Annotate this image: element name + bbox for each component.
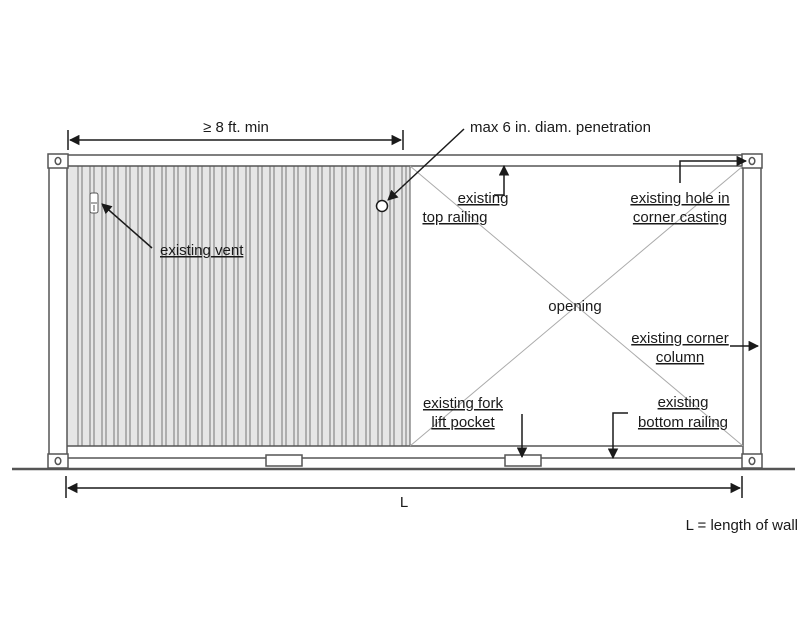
corner-column-label-1: existing corner xyxy=(631,330,729,347)
vent-icon xyxy=(89,192,99,214)
hole-label-2: corner casting xyxy=(633,209,727,226)
fork-pocket-right xyxy=(504,454,542,467)
bottom-railing xyxy=(65,445,747,459)
opening-cross xyxy=(409,165,744,447)
fork-pocket-left xyxy=(265,454,303,467)
hole-label-1: existing hole in xyxy=(630,190,729,207)
top-railing xyxy=(65,154,747,167)
penetration-label: max 6 in. diam. penetration xyxy=(470,119,651,136)
vent-label: existing vent xyxy=(160,242,244,259)
length-label: L xyxy=(400,494,408,511)
length-dimension xyxy=(65,476,743,498)
bottom-railing-label-2: bottom railing xyxy=(638,414,728,431)
fork-pocket-label-2: lift pocket xyxy=(431,414,495,431)
legend-text: L = length of wall xyxy=(686,517,798,534)
opening-label: opening xyxy=(548,298,601,315)
corrugated-panel xyxy=(65,163,411,447)
corner-castings xyxy=(47,153,763,469)
fork-pocket-label-1: existing fork xyxy=(423,395,504,412)
bottom-railing-label-1: existing xyxy=(658,394,709,411)
min-width-label: ≥ 8 ft. min xyxy=(203,119,269,136)
top-railing-label-1: existing xyxy=(458,190,509,207)
left-corner-column xyxy=(48,154,68,469)
right-corner-column xyxy=(742,154,762,469)
top-railing-label-2: top railing xyxy=(422,209,487,226)
penetration-circle xyxy=(375,199,389,213)
min-width-dimension xyxy=(67,130,404,150)
corner-column-label-2: column xyxy=(656,349,704,366)
leader-arrows xyxy=(101,128,760,460)
